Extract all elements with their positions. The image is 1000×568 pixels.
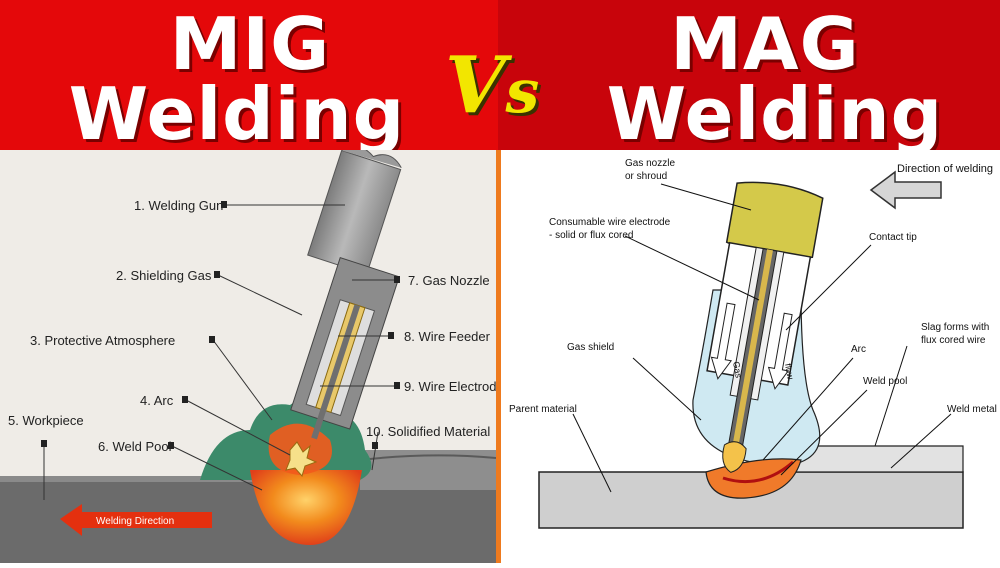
vs-label: Vs: [445, 40, 539, 131]
solidified-bead: [360, 450, 496, 490]
label-gas-nozzle-l2: or shroud: [625, 171, 667, 182]
vs-v: V: [445, 40, 506, 131]
label-wire-electrode: 9. Wire Electrode: [404, 379, 496, 394]
label-consumable-l1: Consumable wire electrode: [549, 217, 671, 228]
label-arc: 4. Arc: [140, 393, 174, 408]
label-slag-l2: flux cored wire: [921, 335, 986, 346]
banner-left: [0, 0, 498, 150]
arc-burst: [285, 441, 318, 478]
arc-shape: [722, 441, 747, 473]
mig-diagram-panel: 1. Welding Gun 2. Shielding Gas 3. Prote…: [0, 145, 504, 563]
mag-title-line1: MAG: [670, 2, 860, 86]
mag-diagram: Gas nozzle or shroud Consumable wire ele…: [509, 158, 997, 529]
label-consumable-l2: - solid or flux cored: [549, 230, 633, 241]
weld-pool-shape: [250, 470, 362, 545]
label-gas-flow-2: flow: [783, 363, 796, 381]
mag-title-line2: Welding: [606, 72, 944, 156]
banner-right: [498, 0, 1000, 150]
label-wire-feeder: 8. Wire Feeder: [404, 329, 491, 344]
label-protective-atmosphere: 3. Protective Atmosphere: [30, 333, 175, 348]
mag-diagram-panel: Gas nozzle or shroud Consumable wire ele…: [501, 150, 1000, 563]
label-gas-flow-1: Gas: [731, 361, 744, 379]
label-arc: Arc: [851, 344, 866, 355]
label-direction-of-welding: Direction of welding: [897, 163, 993, 175]
label-parent-material: Parent material: [509, 404, 577, 415]
welding-gun-handle: [307, 149, 402, 275]
label-slag-l1: Slag forms with: [921, 322, 989, 333]
label-welding-direction: Welding Direction: [96, 516, 174, 527]
label-gas-shield: Gas shield: [567, 342, 614, 353]
label-weld-pool: 6. Weld Pool: [98, 439, 172, 454]
wire-electrode-rod: [311, 304, 361, 440]
label-gas-nozzle-l1: Gas nozzle: [625, 158, 675, 169]
label-shielding-gas: 2. Shielding Gas: [116, 268, 212, 283]
direction-arrow: [869, 170, 942, 210]
mig-title-line2: Welding: [68, 72, 406, 156]
label-gas-nozzle: 7. Gas Nozzle: [408, 273, 490, 288]
welding-direction-arrow: [60, 504, 212, 536]
label-welding-gun: 1. Welding Gun: [134, 198, 223, 213]
vs-s: s: [505, 57, 540, 127]
panel-divider: [496, 150, 501, 563]
label-weld-metal: Weld metal: [947, 404, 997, 415]
mig-title-line1: MIG: [169, 2, 331, 86]
label-contact-tip: Contact tip: [869, 232, 917, 243]
label-solidified-material: 10. Solidified Material: [366, 424, 490, 439]
mig-diagram: 1. Welding Gun 2. Shielding Gas 3. Prote…: [0, 145, 504, 563]
label-workpiece: 5. Workpiece: [8, 413, 84, 428]
label-weld-pool: Weld pool: [863, 376, 907, 387]
